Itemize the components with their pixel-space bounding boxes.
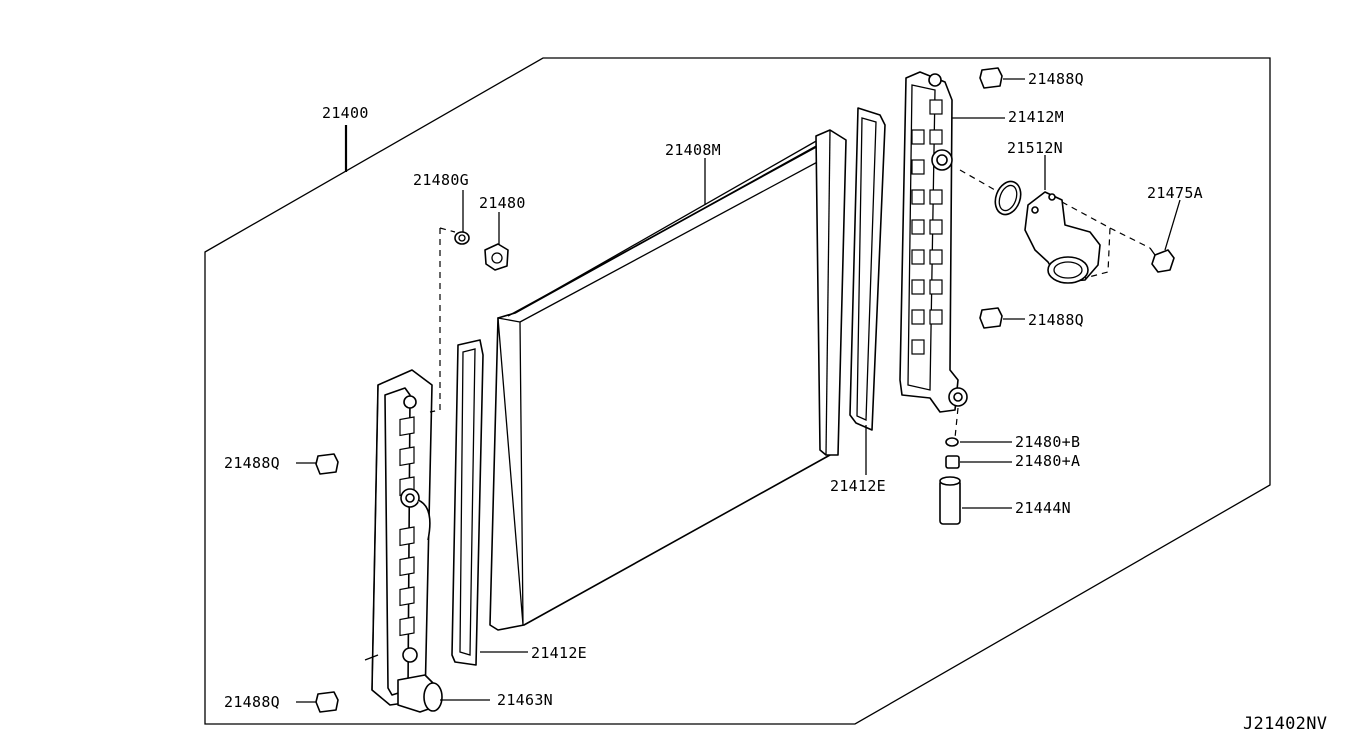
left-seal[interactable] <box>451 339 484 666</box>
label-mount-top-right: 21488Q <box>1028 70 1084 88</box>
left-tank[interactable] <box>364 369 433 706</box>
inlet-pipe[interactable] <box>397 674 443 713</box>
sensor[interactable] <box>939 476 961 525</box>
label-drain-plug: 21480 <box>479 194 526 212</box>
label-seal-left: 21412E <box>531 644 587 662</box>
label-cock: 21480+A <box>1015 452 1080 470</box>
o-ring[interactable] <box>991 178 1025 218</box>
label-mount-mid-right: 21488Q <box>1028 311 1084 329</box>
label-filler-neck: 21512N <box>1007 139 1063 157</box>
cock[interactable] <box>945 455 960 469</box>
label-inlet-pipe: 21463N <box>497 691 553 709</box>
right-tank[interactable] <box>899 71 968 413</box>
cock-washer[interactable] <box>945 437 959 447</box>
label-seal-right: 21412E <box>830 477 886 495</box>
bolt[interactable] <box>1149 247 1175 273</box>
assembly-guides <box>429 169 1151 439</box>
label-sensor: 21444N <box>1015 499 1071 517</box>
mount-left-upper[interactable] <box>315 453 339 475</box>
label-assembly: 21400 <box>322 104 369 122</box>
label-cock-washer: 21480+B <box>1015 433 1080 451</box>
label-tank-right: 21412M <box>1008 108 1064 126</box>
mount-left-lower[interactable] <box>315 691 339 713</box>
label-bolt: 21475A <box>1147 184 1203 202</box>
assembly-frame <box>204 57 1271 725</box>
mount-top-right[interactable] <box>979 67 1003 89</box>
label-drain-plug-seal: 21480G <box>413 171 469 189</box>
label-core: 21408M <box>665 141 721 159</box>
drain-plug-seal[interactable] <box>454 231 470 245</box>
diagram-id: J21402NV <box>1243 714 1327 734</box>
leader-lines <box>296 78 1181 703</box>
right-seal[interactable] <box>849 107 886 431</box>
radiator-core[interactable] <box>489 129 847 631</box>
label-mount-left-lower: 21488Q <box>224 693 280 711</box>
filler-neck[interactable] <box>1024 191 1101 284</box>
mount-mid-right[interactable] <box>979 307 1003 329</box>
drain-plug[interactable] <box>484 243 509 271</box>
label-mount-left-upper: 21488Q <box>224 454 280 472</box>
